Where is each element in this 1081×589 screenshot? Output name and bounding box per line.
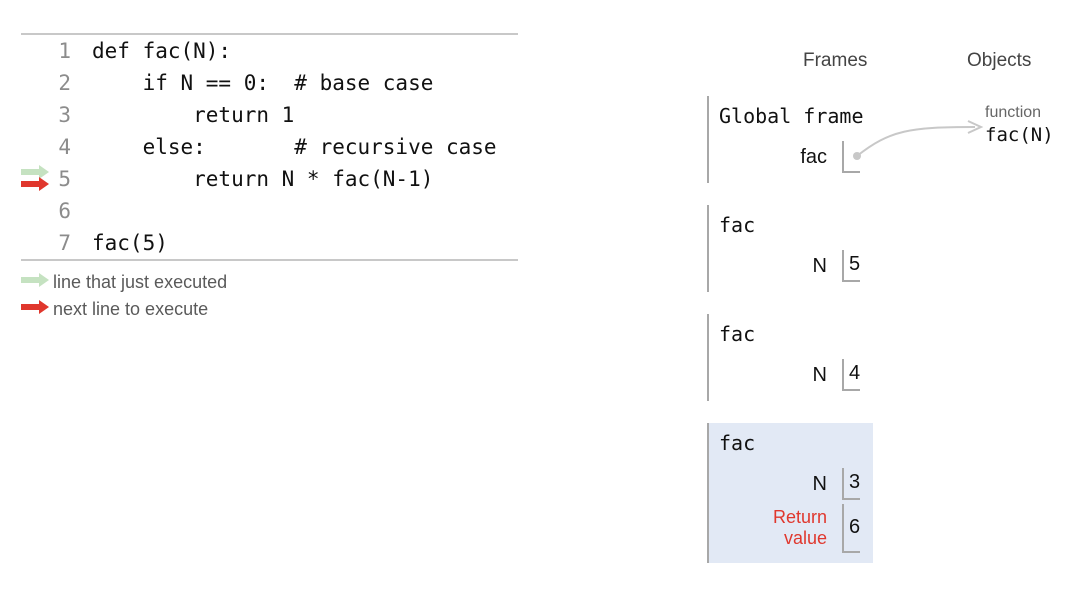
variable-value: 5 bbox=[849, 253, 861, 275]
function-type-label: function bbox=[985, 104, 1042, 121]
line-number: 2 bbox=[58, 71, 71, 95]
return-value-box: 6 bbox=[842, 504, 860, 553]
code-text: else: # recursive case bbox=[92, 135, 497, 159]
variable-value: 3 bbox=[849, 471, 861, 493]
line-number: 5 bbox=[58, 167, 71, 191]
line-number: 3 bbox=[58, 103, 71, 127]
function-object: function fac(N) bbox=[985, 104, 1054, 146]
just-executed-arrow-icon bbox=[21, 165, 49, 179]
frame-title: fac bbox=[719, 431, 756, 455]
return-value-label: Return value bbox=[772, 507, 827, 548]
legend-next-line-label: next line to execute bbox=[53, 299, 209, 319]
code-text: def fac(N): bbox=[92, 39, 232, 63]
stack-frame: fac N 4 bbox=[707, 314, 873, 401]
code-text: if N == 0: # base case bbox=[92, 71, 434, 95]
variable-box: 3 bbox=[842, 468, 860, 500]
stack-frame-active: fac N 3 Return value 6 bbox=[707, 423, 873, 563]
code-text: return 1 bbox=[92, 103, 295, 127]
line-number: 4 bbox=[58, 135, 71, 159]
code-text: fac(5) bbox=[92, 231, 168, 255]
frames-header: Frames bbox=[803, 50, 868, 71]
code-line: 7 fac(5) bbox=[21, 227, 518, 259]
code-line: 3 return 1 bbox=[21, 99, 518, 131]
frame-title: Global frame bbox=[719, 104, 864, 128]
line-number: 7 bbox=[58, 231, 71, 255]
objects-header: Objects bbox=[967, 50, 1032, 71]
code-line: 4 else: # recursive case bbox=[21, 131, 518, 163]
variable-name: N bbox=[812, 364, 827, 386]
line-number: 6 bbox=[58, 199, 71, 223]
variable-name: N bbox=[812, 255, 827, 277]
code-line-current: 5 return N * fac(N-1) bbox=[21, 163, 518, 195]
function-name: fac(N) bbox=[985, 124, 1054, 146]
code-panel: 1 def fac(N): 2 if N == 0: # base case 3… bbox=[21, 33, 518, 261]
variable-box: 5 bbox=[842, 250, 860, 282]
variable-value: 4 bbox=[849, 362, 861, 384]
frame-title: fac bbox=[719, 322, 756, 346]
next-line-arrow-icon bbox=[21, 300, 49, 314]
code-lines: 1 def fac(N): 2 if N == 0: # base case 3… bbox=[21, 35, 518, 259]
code-line: 6 bbox=[21, 195, 518, 227]
code-top-rule bbox=[21, 33, 518, 35]
pointer-arrowhead-icon bbox=[967, 120, 984, 134]
pointer-line bbox=[856, 126, 976, 157]
legend-just-executed-label: line that just executed bbox=[53, 272, 228, 292]
code-text: return N * fac(N-1) bbox=[92, 167, 434, 191]
line-number: 1 bbox=[58, 39, 71, 63]
code-bottom-rule bbox=[21, 259, 518, 261]
stack-frame: fac N 5 bbox=[707, 205, 873, 292]
variable-name: fac bbox=[800, 146, 827, 168]
variable-name: N bbox=[812, 473, 827, 495]
global-frame: Global frame fac bbox=[707, 96, 873, 183]
next-line-arrow-icon bbox=[21, 177, 49, 191]
variable-box bbox=[842, 141, 860, 173]
frame-title: fac bbox=[719, 213, 756, 237]
code-line: 2 if N == 0: # base case bbox=[21, 67, 518, 99]
variable-box: 4 bbox=[842, 359, 860, 391]
return-value: 6 bbox=[849, 516, 861, 538]
code-line: 1 def fac(N): bbox=[21, 35, 518, 67]
just-executed-arrow-icon bbox=[21, 273, 49, 287]
